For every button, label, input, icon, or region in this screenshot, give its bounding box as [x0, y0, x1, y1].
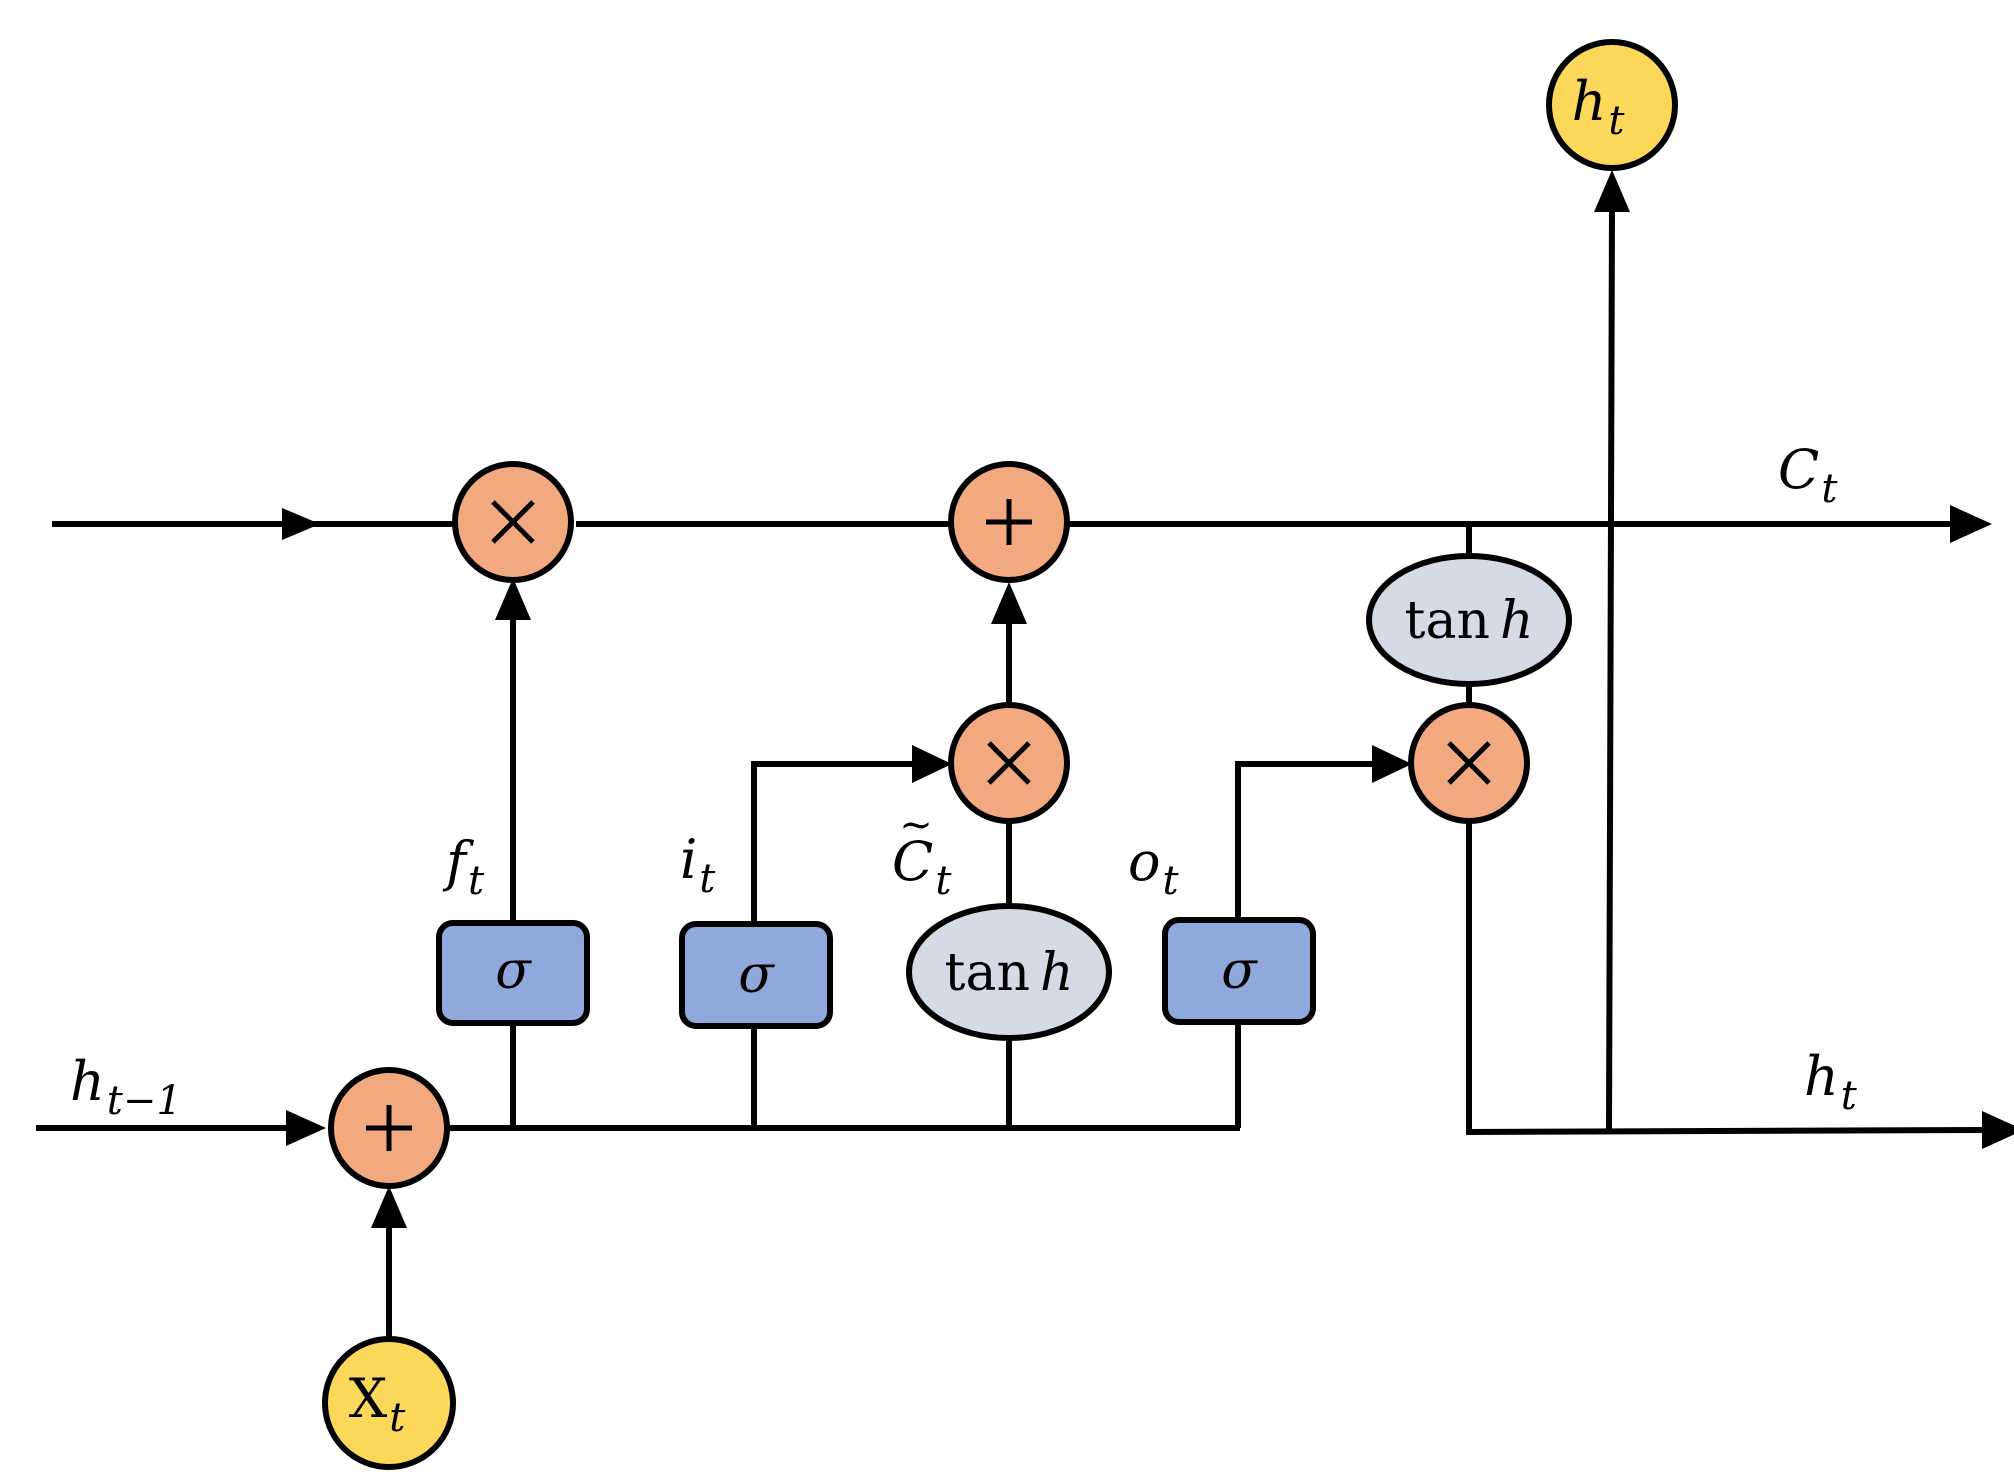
svg-text:ht: ht [1572, 70, 1626, 144]
output-sigma-gate: σ [1162, 917, 1316, 1025]
forget-gate-path [495, 578, 531, 1128]
tanh-word: tan [945, 943, 1030, 1003]
multiply-icon [491, 500, 535, 544]
h-output-vertical [1594, 170, 1630, 1131]
hidden-state-output-line [1466, 815, 2014, 1149]
h-output-base: h [1572, 70, 1607, 133]
label-o-gate: ot [1128, 830, 1180, 904]
h-output-sub: t [1608, 98, 1625, 144]
label-h-prev: ht−1 [70, 1050, 182, 1124]
label-c-out: Ct [1778, 438, 1838, 512]
output-multiply-node [1408, 702, 1530, 824]
input-multiply-node [948, 702, 1070, 824]
cell-add-node [948, 461, 1070, 583]
svg-text:Xt: Xt [349, 1367, 406, 1441]
candidate-path [991, 582, 1027, 1128]
label-c-tilde: ~ Ct [892, 802, 952, 904]
tilde-mark: ~ [899, 802, 933, 848]
x-input-base: X [349, 1367, 388, 1430]
x-input-connector [371, 1186, 407, 1338]
label-h-out: ht [1804, 1045, 1858, 1119]
tanh-word: tan [1405, 591, 1490, 651]
plus-icon [366, 1105, 412, 1151]
sigma-label: σ [495, 941, 532, 1001]
plus-icon [986, 499, 1032, 545]
hidden-state-input-line [36, 1110, 1240, 1146]
output-gate-path [1235, 745, 1412, 1128]
sigma-label: σ [738, 945, 775, 1005]
tanh-h: h [1500, 591, 1534, 651]
x-input-sub: t [389, 1395, 406, 1441]
input-sigma-gate: σ [679, 921, 833, 1029]
x-input-node: Xt [322, 1336, 456, 1470]
label-f-gate: ft [442, 830, 485, 904]
h-output-node: ht [1546, 39, 1678, 171]
input-gate-path [751, 745, 952, 1128]
cell-state-line [52, 505, 1992, 543]
input-concat-add-node [328, 1067, 450, 1189]
label-i-gate: it [680, 828, 716, 902]
tanh-h: h [1040, 943, 1074, 1003]
svg-text:Ct: Ct [892, 830, 952, 904]
multiply-icon [987, 741, 1031, 785]
forget-sigma-gate: σ [436, 920, 590, 1026]
forget-multiply-node [452, 461, 574, 583]
sigma-label: σ [1221, 941, 1258, 1001]
multiply-icon [1447, 741, 1491, 785]
